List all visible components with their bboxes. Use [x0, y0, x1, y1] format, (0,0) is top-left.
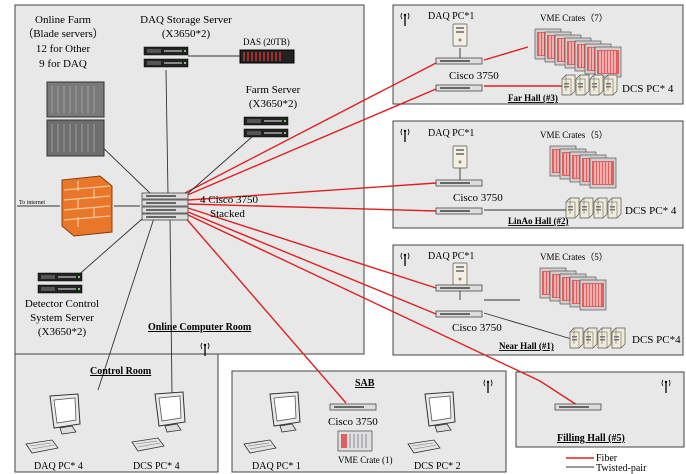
daq-storage-label-1: DAQ Storage Server: [140, 14, 232, 26]
linao-hall-daq-pc-label: DAQ PC*1: [428, 128, 474, 139]
legend-twisted-pair-label: Twisted-pair: [596, 463, 647, 474]
core-switch-label-1: 4 Cisco 3750: [200, 194, 259, 206]
farm-server-label-2: (X3650*2): [249, 98, 298, 110]
sab-switch-label: Cisco 3750: [328, 416, 378, 428]
vme-crate-icon: [337, 430, 373, 452]
dcs-server-label-1: Detector Control: [25, 298, 99, 310]
near-hall-vme-label: VME Crates（5）: [540, 252, 608, 262]
online-farm-label-4: 9 for DAQ: [39, 58, 87, 70]
switch-icon: [435, 84, 483, 92]
to-internet-label: To internet: [19, 200, 45, 206]
switch-icon: [435, 57, 483, 65]
linao-hall-switch-label: Cisco 3750: [453, 192, 503, 204]
dcs-server-label-3: (X3650*2): [38, 326, 87, 338]
sab-daq-pc-label: DAQ PC* 1: [252, 461, 301, 472]
switch-icon: [435, 207, 483, 215]
dcs-server-label-2: System Server: [30, 312, 94, 324]
filling-hall-title: Filling Hall (#5): [557, 433, 625, 444]
near-hall-daq-pc-label: DAQ PC*1: [428, 251, 474, 262]
far-hall-dcs-pc-label: DCS PC* 4: [622, 83, 674, 95]
near-hall-switch-label: Cisco 3750: [452, 322, 502, 334]
tower-pc-icon: [452, 145, 468, 169]
legend: Fiber Twisted-pair: [566, 453, 647, 474]
far-hall-daq-pc-label: DAQ PC*1: [428, 11, 474, 22]
control-room-dcs-pc-label: DCS PC* 4: [133, 461, 180, 472]
core-switch-label-2: Stacked: [210, 208, 245, 220]
switch-icon: [329, 403, 377, 411]
das-label: DAS (20TB): [243, 37, 290, 47]
tower-pc-icon: [452, 23, 468, 47]
fiber-links: [182, 46, 581, 408]
linao-hall-vme-label: VME Crates（5）: [540, 130, 608, 140]
farm-server-label-1: Farm Server: [246, 84, 301, 96]
control-room-title: Control Room: [90, 366, 152, 377]
near-hall-dcs-pc-label: DCS PC*4: [632, 334, 681, 346]
sab-title: SAB: [355, 378, 375, 389]
sab-vme-label: VME Crate (1): [338, 455, 392, 465]
switch-icon: [554, 403, 602, 411]
legend-fiber-label: Fiber: [596, 453, 618, 464]
firewall-icon: [61, 175, 113, 237]
far-hall-title: Far Hall (#3): [508, 93, 558, 103]
tower-pc-icon: [452, 262, 468, 286]
online-farm-label-1: Online Farm: [35, 14, 91, 26]
near-hall-box: [392, 244, 684, 356]
switch-icon: [435, 310, 483, 318]
linao-hall-title: LinAo Hall (#2): [508, 216, 569, 226]
online-farm-label-2: （Blade servers）: [22, 27, 104, 40]
switch-icon: [435, 179, 483, 187]
online-computer-room-title: Online Computer Room: [148, 322, 252, 333]
das-storage-icon: [239, 49, 295, 64]
far-hall-switch-label: Cisco 3750: [449, 70, 499, 82]
online-farm-label-3: 12 for Other: [36, 43, 91, 55]
control-room-daq-pc-label: DAQ PC* 4: [34, 461, 83, 472]
near-hall-title: Near Hall (#1): [499, 341, 554, 351]
linao-hall-dcs-pc-label: DCS PC* 4: [625, 205, 677, 217]
far-hall-vme-label: VME Crates（7）: [540, 13, 608, 23]
switch-icon: [435, 284, 483, 292]
sab-dcs-pc-label: DCS PC* 2: [414, 461, 461, 472]
daq-storage-label-2: (X3650*2): [162, 28, 211, 40]
blade-server-image: [46, 81, 105, 157]
